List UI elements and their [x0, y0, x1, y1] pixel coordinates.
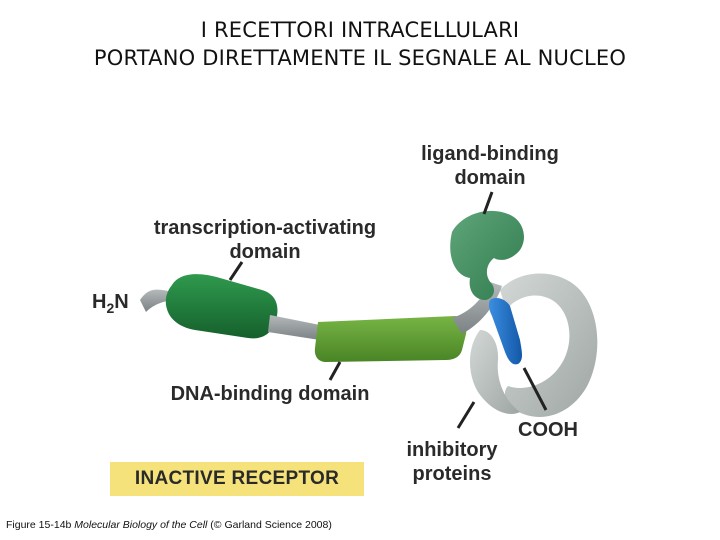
- pointer-ligand: [482, 191, 494, 215]
- caption-book-title: Molecular Biology of the Cell: [74, 519, 208, 531]
- label-dna-binding-domain: DNA-binding domain: [170, 383, 370, 405]
- label-ligand-line-1: ligand-binding: [421, 143, 559, 165]
- label-transcription-line-2: domain: [229, 241, 301, 263]
- label-h2n-h: H: [92, 291, 107, 313]
- caption-suffix: (© Garland Science 2008): [207, 519, 332, 531]
- title-line-2: PORTANO DIRETTAMENTE IL SEGNALE AL NUCLE…: [93, 46, 627, 70]
- linker-chain: [268, 315, 320, 340]
- ligand-binding-domain: [450, 210, 524, 300]
- label-cooh: COOH: [518, 419, 578, 441]
- cooh-tail: [488, 298, 522, 365]
- label-ligand-binding-domain: ligand-binding domain: [400, 142, 580, 190]
- pointer-dna: [328, 361, 342, 381]
- inhibitory-protein-lower: [469, 330, 520, 414]
- caption-prefix: Figure 15-14b: [6, 519, 75, 531]
- pointer-cooh: [522, 367, 548, 411]
- label-ligand-line-2: domain: [454, 167, 526, 189]
- inhibitory-protein: [500, 273, 598, 417]
- label-transcription-line-1: transcription-activating: [153, 217, 377, 239]
- label-inhibitory-line-1: inhibitory: [406, 439, 498, 461]
- transcription-activating-domain: [165, 274, 278, 339]
- label-h2n-n: N: [114, 291, 129, 313]
- title-line-1: I RECETTORI INTRACELLULARI: [200, 18, 520, 42]
- inactive-receptor-badge: INACTIVE RECEPTOR: [110, 462, 364, 496]
- dna-binding-domain: [314, 316, 467, 362]
- figure-caption: Figure 15-14b Molecular Biology of the C…: [6, 519, 332, 531]
- slide-title: I RECETTORI INTRACELLULARI PORTANO DIRET…: [0, 16, 720, 72]
- label-inhibitory-proteins: inhibitory proteins: [392, 438, 512, 486]
- label-inhibitory-line-2: proteins: [412, 463, 492, 485]
- pointer-transcription: [228, 261, 244, 281]
- pointer-inhibitory: [456, 401, 476, 429]
- label-h2n: H2N: [92, 290, 129, 320]
- label-h2n-sub: 2: [106, 300, 115, 316]
- label-transcription-activating-domain: transcription-activating domain: [132, 216, 398, 264]
